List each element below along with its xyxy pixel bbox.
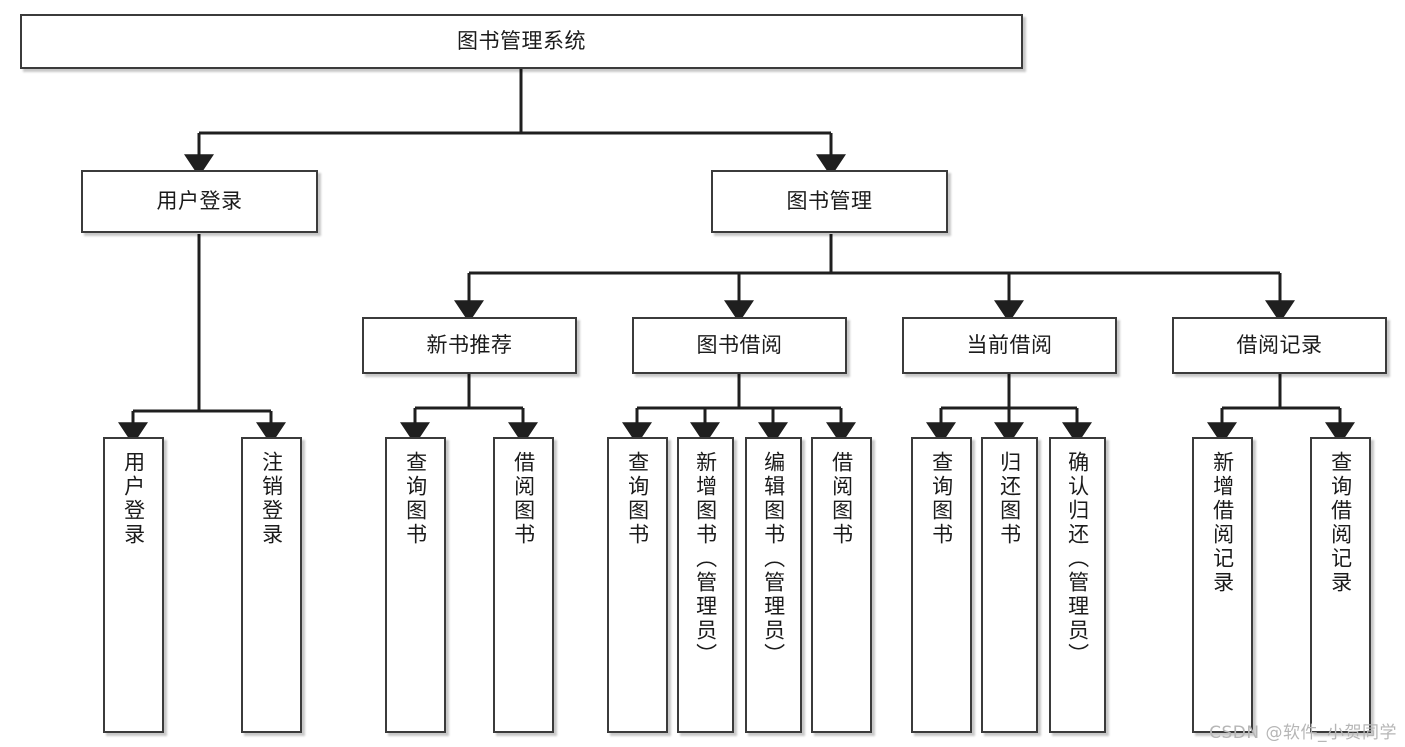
node-leaf-confirm-return[interactable]: 确认归还（管理员） bbox=[1049, 437, 1106, 733]
node-root[interactable]: 图书管理系统 bbox=[20, 14, 1023, 69]
node-leaf-logout[interactable]: 注销登录 bbox=[241, 437, 302, 733]
node-leaf-query-book-2[interactable]: 查询图书 bbox=[607, 437, 668, 733]
node-borrow-record-label: 借阅记录 bbox=[1236, 333, 1323, 358]
node-book-manage[interactable]: 图书管理 bbox=[711, 170, 948, 233]
node-borrow-record[interactable]: 借阅记录 bbox=[1172, 317, 1387, 374]
node-user-login[interactable]: 用户登录 bbox=[81, 170, 318, 233]
node-leaf-add-record-label: 新增借阅记录 bbox=[1210, 451, 1235, 595]
node-leaf-edit-book[interactable]: 编辑图书（管理员） bbox=[745, 437, 802, 733]
node-user-login-label: 用户登录 bbox=[156, 189, 243, 214]
node-leaf-add-book-label: 新增图书（管理员） bbox=[693, 451, 718, 667]
csdn-watermark: CSDN @软件_小贺同学 bbox=[1209, 723, 1397, 743]
node-leaf-confirm-return-label: 确认归还（管理员） bbox=[1065, 451, 1090, 667]
node-leaf-query-book-1[interactable]: 查询图书 bbox=[385, 437, 446, 733]
node-root-label: 图书管理系统 bbox=[457, 29, 586, 54]
node-leaf-query-record[interactable]: 查询借阅记录 bbox=[1310, 437, 1371, 733]
node-leaf-query-record-label: 查询借阅记录 bbox=[1328, 451, 1353, 595]
node-leaf-borrow-book-1-label: 借阅图书 bbox=[511, 451, 536, 547]
node-leaf-add-book[interactable]: 新增图书（管理员） bbox=[677, 437, 734, 733]
node-leaf-borrow-book-1[interactable]: 借阅图书 bbox=[493, 437, 554, 733]
node-leaf-borrow-book-2[interactable]: 借阅图书 bbox=[811, 437, 872, 733]
node-leaf-return-book-label: 归还图书 bbox=[997, 451, 1022, 547]
node-current-borrow[interactable]: 当前借阅 bbox=[902, 317, 1117, 374]
node-leaf-query-book-3-label: 查询图书 bbox=[929, 451, 954, 547]
node-leaf-user-login[interactable]: 用户登录 bbox=[103, 437, 164, 733]
node-book-manage-label: 图书管理 bbox=[786, 189, 873, 214]
node-leaf-user-login-label: 用户登录 bbox=[121, 451, 146, 547]
node-leaf-edit-book-label: 编辑图书（管理员） bbox=[761, 451, 786, 667]
node-leaf-return-book[interactable]: 归还图书 bbox=[981, 437, 1038, 733]
node-new-book-rec[interactable]: 新书推荐 bbox=[362, 317, 577, 374]
node-current-borrow-label: 当前借阅 bbox=[966, 333, 1053, 358]
node-leaf-query-book-2-label: 查询图书 bbox=[625, 451, 650, 547]
node-leaf-add-record[interactable]: 新增借阅记录 bbox=[1192, 437, 1253, 733]
node-book-borrow[interactable]: 图书借阅 bbox=[632, 317, 847, 374]
node-leaf-query-book-1-label: 查询图书 bbox=[403, 451, 428, 547]
node-leaf-borrow-book-2-label: 借阅图书 bbox=[829, 451, 854, 547]
node-leaf-logout-label: 注销登录 bbox=[259, 451, 284, 547]
node-new-book-rec-label: 新书推荐 bbox=[426, 333, 513, 358]
node-leaf-query-book-3[interactable]: 查询图书 bbox=[911, 437, 972, 733]
node-book-borrow-label: 图书借阅 bbox=[696, 333, 783, 358]
